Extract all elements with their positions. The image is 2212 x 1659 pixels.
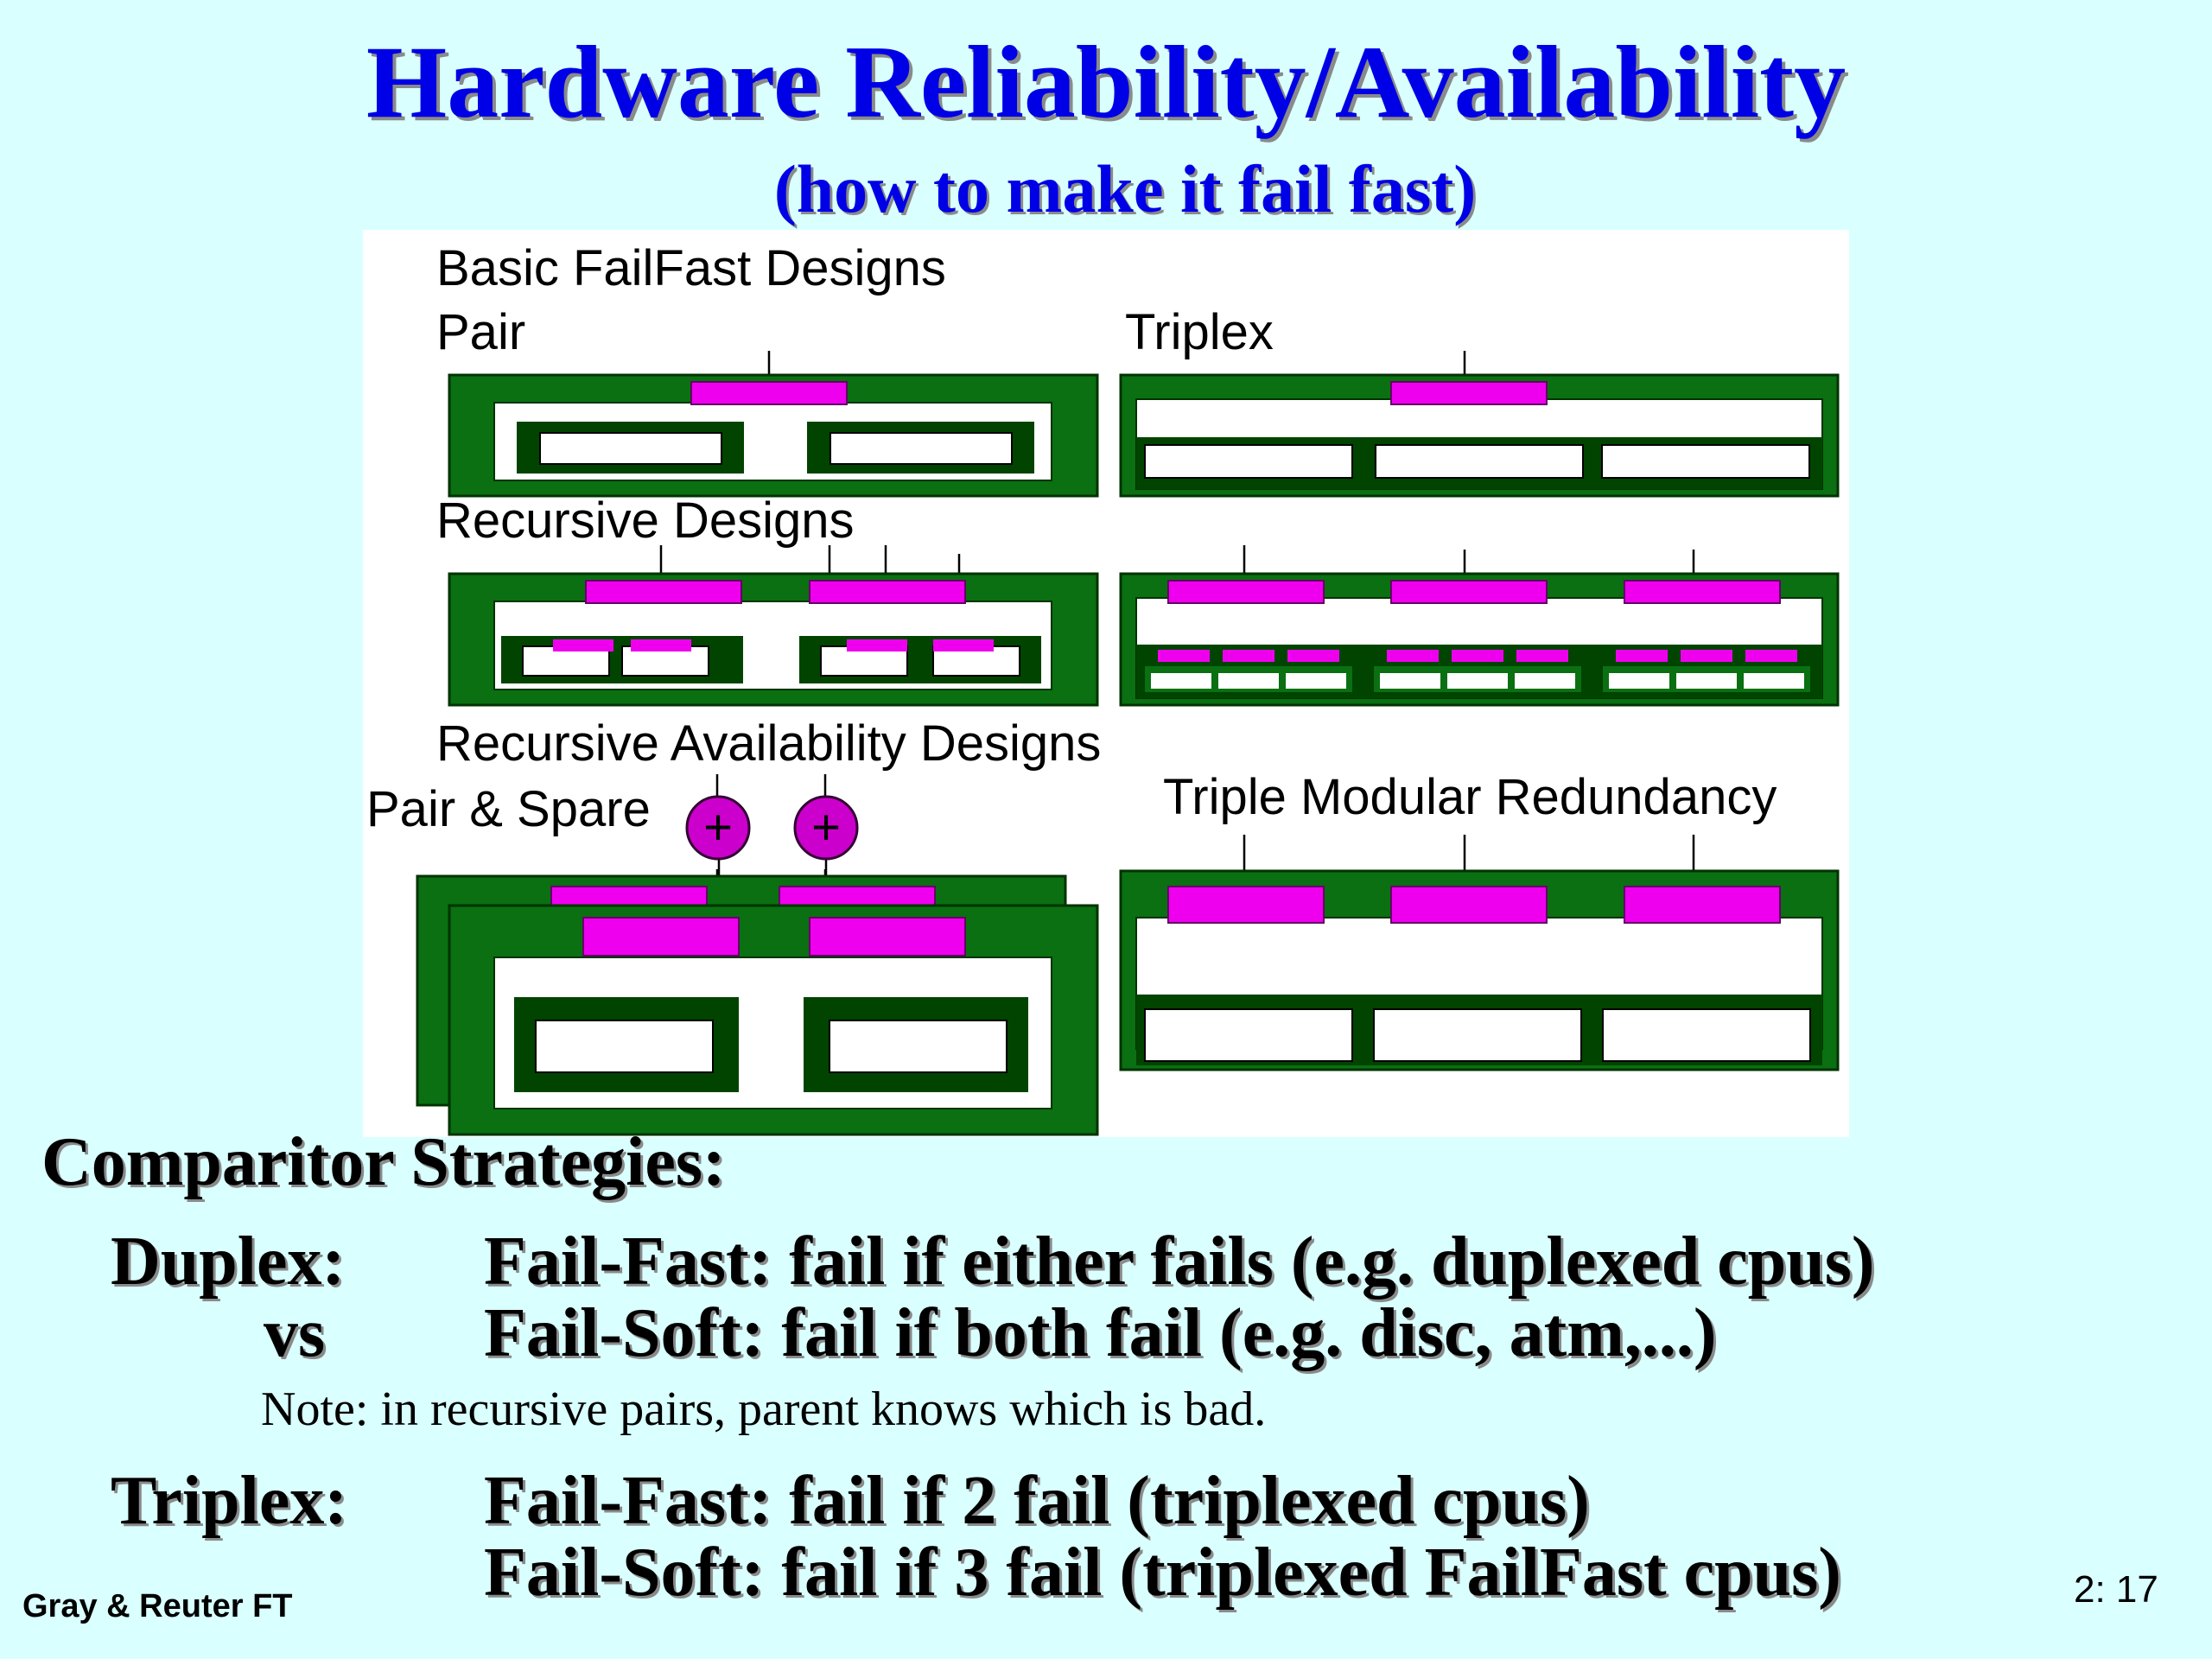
availability-heading: Recursive Availability Designs (436, 715, 1101, 772)
triplex-module (1119, 373, 1840, 498)
slide-subtitle: (how to make it fail fast) (773, 151, 1477, 226)
triplex-failsoft-text: Fail-Soft: fail if 3 fail (triplexed Fai… (484, 1535, 1841, 1611)
pair-and-spare-module: + + (416, 795, 1099, 1136)
footer-author: Gray & Reuter FT (22, 1588, 293, 1624)
recursive-triplex-module (1119, 572, 1840, 707)
duplex-failfast-text: Fail-Fast: fail if either fails (e.g. du… (484, 1224, 1875, 1300)
adder-right: + (793, 795, 859, 861)
basic-heading: Basic FailFast Designs (436, 240, 946, 296)
adder-left: + (685, 795, 751, 861)
svg-text:+: + (811, 799, 841, 855)
recursive-note: Note: in recursive pairs, parent knows w… (261, 1382, 1267, 1436)
pair-comparator (690, 381, 848, 405)
pair-label: Pair (436, 304, 525, 360)
duplex-failsoft-text: Fail-Soft: fail if both fail (e.g. disc,… (484, 1295, 1717, 1371)
pair-spare-label: Pair & Spare (366, 781, 651, 837)
slide-number: 2: 17 (2074, 1568, 2158, 1611)
recursive-pair-module (448, 572, 1099, 707)
failfast-diagram: + + Basic FailFast Designs Pair Triplex … (363, 230, 1849, 1137)
triplex-failfast-text: Fail-Fast: fail if 2 fail (triplexed cpu… (484, 1463, 1590, 1539)
duplex-label: Duplex: (111, 1224, 346, 1300)
svg-text:+: + (703, 799, 733, 855)
triplex-diagram-label: Triplex (1125, 304, 1274, 360)
slide-title: Hardware Reliability/Availability (365, 24, 1847, 139)
tmr-module (1119, 869, 1840, 1071)
tmr-label: Triple Modular Redundancy (1163, 769, 1777, 825)
triplex-comparator (1390, 381, 1548, 405)
vs-label: vs (264, 1295, 326, 1371)
recursive-heading: Recursive Designs (436, 493, 855, 549)
strategies-heading: Comparitor Strategies: (41, 1124, 726, 1200)
triplex-strategy-label: Triplex: (111, 1463, 348, 1539)
pair-module (448, 373, 1099, 498)
